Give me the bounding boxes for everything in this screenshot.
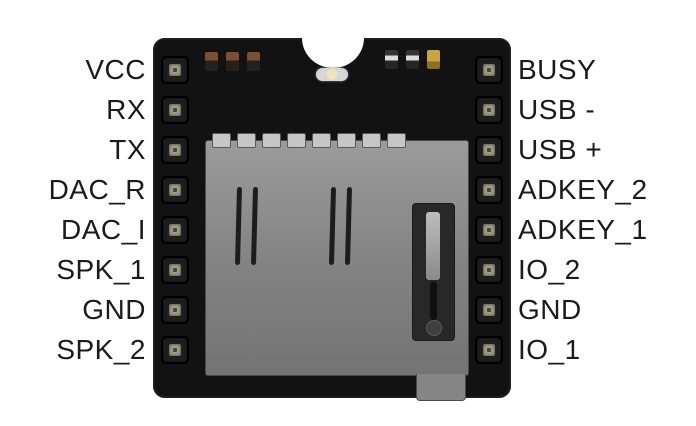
pin-pad [161,56,189,84]
pin-hole-icon [483,144,495,156]
pin-hole-icon [483,104,495,116]
sd-contact-pad [287,133,306,148]
resistor-icon [385,50,398,69]
pin-label-vcc: VCC [85,54,146,85]
slot-spring-slit [344,187,353,265]
sd-contacts [212,133,406,148]
sd-contact-pad [337,133,356,148]
resistor-icon [226,52,239,71]
resistor-icon [406,50,419,69]
sd-contact-pad [237,133,256,148]
pin-hole-icon [169,104,181,116]
pin-pad [475,136,503,164]
eject-spring-bar [426,212,440,280]
pin-hole-icon [169,264,181,276]
pin-hole-icon [169,224,181,236]
pin-label-spk-1: SPK_1 [56,254,146,285]
sd-contact-pad [362,133,381,148]
slot-bottom-tab [416,374,466,401]
pin-label-busy: BUSY [518,54,597,85]
pin-pad [161,176,189,204]
pin-label-gnd-left: GND [82,294,146,325]
card-eject-mechanism [412,203,455,341]
pin-label-adkey-1: ADKEY_1 [518,214,648,245]
pin-label-usb-plus: USB + [518,134,603,165]
led-icon [316,68,348,81]
slot-spring-slit [234,187,243,265]
pin-label-rx: RX [106,94,146,125]
eject-pin [430,282,437,320]
pin-pad [161,216,189,244]
left-pin-header [161,56,189,376]
sd-card-slot [205,133,469,401]
pin-pad [475,256,503,284]
sd-contact-pad [312,133,331,148]
resistor-icon [247,52,260,71]
pin-hole-icon [169,184,181,196]
eject-knob-icon [426,320,442,336]
pin-pad [161,96,189,124]
module-body [153,8,511,401]
resistor-icon [205,52,218,71]
pin-label-gnd-right: GND [518,294,582,325]
pin-pad [161,296,189,324]
pin-label-dac-r: DAC_R [48,174,146,205]
pin-pad [475,216,503,244]
sd-contact-pad [387,133,406,148]
left-pin-labels: VCC RX TX DAC_R DAC_I SPK_1 GND SPK_2 [0,56,146,376]
pin-pad [475,56,503,84]
pin-label-io-2: IO_2 [518,254,581,285]
pin-label-dac-i: DAC_I [61,214,146,245]
pin-label-adkey-2: ADKEY_2 [518,174,648,205]
pin-label-tx: TX [109,134,146,165]
pin-hole-icon [483,224,495,236]
pin-hole-icon [483,64,495,76]
sd-contact-pad [212,133,231,148]
smd-components-left [205,52,260,71]
slot-spring-slit [328,187,337,265]
pin-label-spk-2: SPK_2 [56,334,146,365]
top-notch-icon [302,8,364,68]
right-pin-header [475,56,503,376]
sd-contact-pad [262,133,281,148]
smd-components-right [385,50,440,69]
pin-pad [161,256,189,284]
pin-pad [161,336,189,364]
pin-pad [475,96,503,124]
slot-spring-slit [250,187,259,265]
pin-pad [475,176,503,204]
pin-hole-icon [483,184,495,196]
pin-pad [475,296,503,324]
pin-hole-icon [169,344,181,356]
pin-label-usb-minus: USB - [518,94,596,125]
pin-hole-icon [169,304,181,316]
pin-hole-icon [169,144,181,156]
pin-pad [475,336,503,364]
right-pin-labels: BUSY USB - USB + ADKEY_2 ADKEY_1 IO_2 GN… [518,56,694,376]
pin-hole-icon [169,64,181,76]
pin-pad [161,136,189,164]
pin-hole-icon [483,304,495,316]
pin-label-io-1: IO_1 [518,334,581,365]
pin-hole-icon [483,264,495,276]
pin-hole-icon [483,344,495,356]
capacitor-icon [427,50,440,69]
